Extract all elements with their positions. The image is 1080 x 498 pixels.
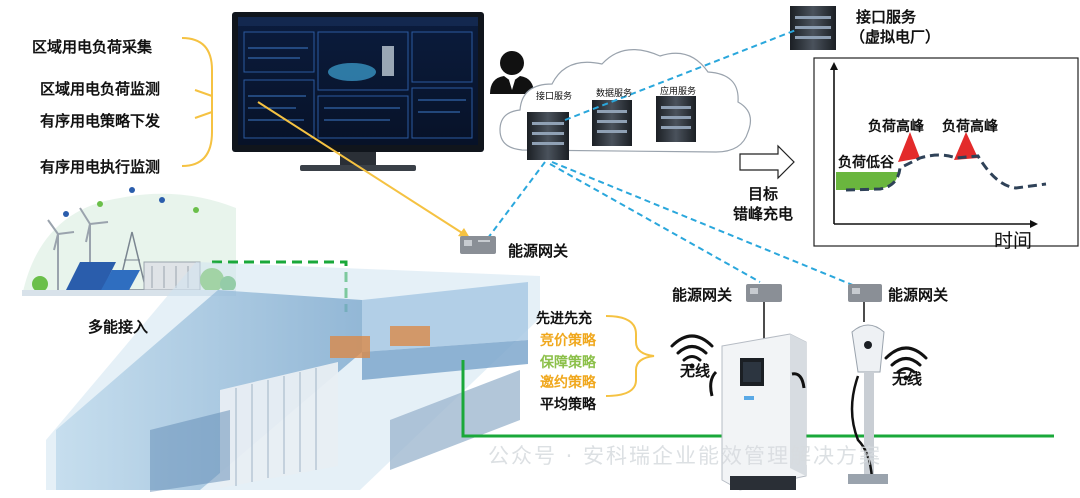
link-monitor-gateway xyxy=(257,101,471,239)
cloud-label-app: 应用服务 xyxy=(660,87,697,97)
link-cloud-gateway-main xyxy=(487,161,546,239)
policy-item: 邀约策略 xyxy=(540,375,596,391)
user-icon xyxy=(490,51,534,94)
policy-item: 竞价策略 xyxy=(540,333,596,349)
label-virtual-power-plant: （虚拟电厂） xyxy=(850,28,941,46)
label-gateway-main: 能源网关 xyxy=(508,242,569,260)
bracket-tick-2 xyxy=(194,111,213,119)
target-arrow xyxy=(739,144,795,180)
load-chart xyxy=(813,57,1079,247)
charger-1 xyxy=(709,333,807,491)
gateway-main xyxy=(460,236,496,254)
watermark: 公众号 · 安科瑞企业能效管理解决方案 xyxy=(488,444,883,468)
chart-label-peak-1: 负荷高峰 xyxy=(868,119,924,135)
valley-area xyxy=(836,172,898,190)
label-peak-shift-charging: 错峰充电 xyxy=(733,205,794,223)
load-curve xyxy=(845,153,1047,192)
cloud-label-interface: 接口服务 xyxy=(536,92,573,102)
label-gateway-charger-1: 能源网关 xyxy=(672,286,733,304)
gateway-charger-1 xyxy=(746,284,782,302)
monitor xyxy=(232,12,484,171)
policy-item: 平均策略 xyxy=(540,397,596,413)
charger-2 xyxy=(848,324,888,484)
policy-item: 保障策略 xyxy=(540,355,596,371)
cloud-label-data: 数据服务 xyxy=(596,89,633,99)
label-multi-energy-access: 多能接入 xyxy=(88,318,149,336)
chart-label-valley: 负荷低谷 xyxy=(838,155,894,171)
wifi-icon-2 xyxy=(884,346,928,381)
server-interface xyxy=(527,112,569,160)
link-cloud-gateway-charger2 xyxy=(551,161,861,289)
bracket-tick-1 xyxy=(194,89,213,97)
peak-2 xyxy=(954,132,978,160)
server-app xyxy=(656,96,696,142)
label-load-collection: 区域用电负荷采集 xyxy=(32,38,153,56)
link-cloud-vpp xyxy=(564,29,797,121)
label-strategy-dispatch: 有序用电策略下发 xyxy=(40,112,161,130)
label-wireless-1: 无线 xyxy=(680,362,711,380)
gateway-charger-2 xyxy=(848,284,882,302)
peak-1 xyxy=(898,132,920,162)
policy-item: 先进先充 xyxy=(536,311,592,327)
policy-bracket xyxy=(605,315,655,397)
label-gateway-charger-2: 能源网关 xyxy=(888,286,949,304)
link-arrowhead xyxy=(458,228,470,238)
storage-container xyxy=(46,262,540,492)
label-target: 目标 xyxy=(748,185,779,203)
wifi-icon-1 xyxy=(670,334,714,369)
chart-label-x-axis: 时间 xyxy=(994,230,1033,252)
link-cloud-gateway-charger1 xyxy=(549,163,761,283)
left-bracket xyxy=(181,37,213,167)
server-vpp xyxy=(790,6,836,50)
label-wireless-2: 无线 xyxy=(892,370,923,388)
label-load-monitoring: 区域用电负荷监测 xyxy=(40,80,161,98)
label-execution-monitoring: 有序用电执行监测 xyxy=(40,158,161,176)
label-interface-service: 接口服务 xyxy=(856,8,917,26)
chart-label-peak-2: 负荷高峰 xyxy=(942,119,998,135)
